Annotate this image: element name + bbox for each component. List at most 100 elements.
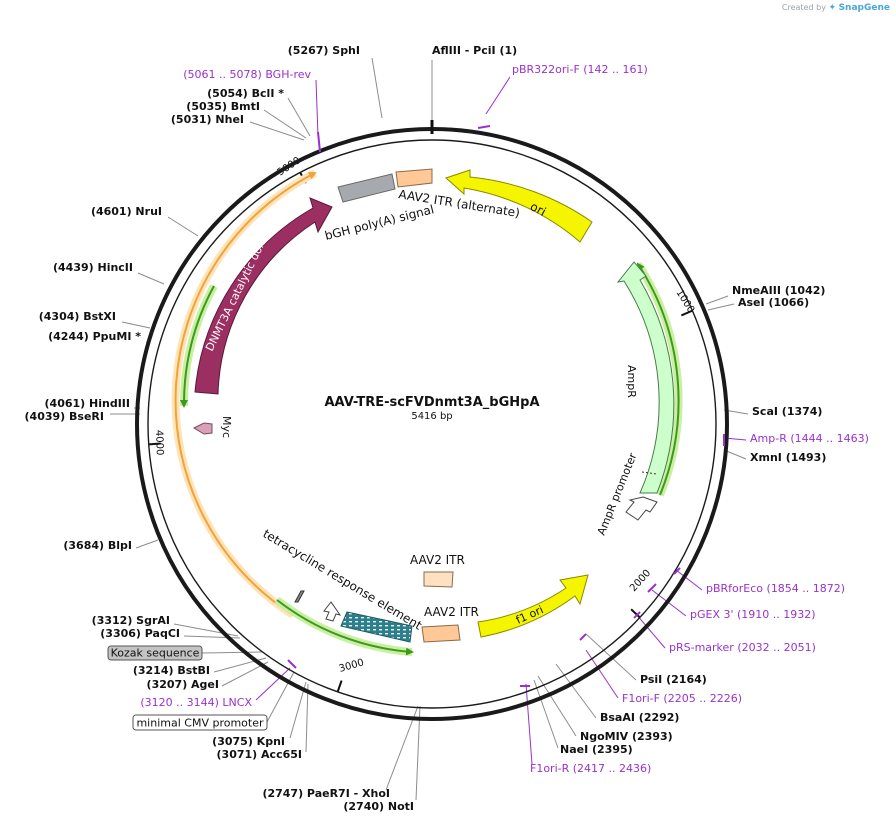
enzyme-site-label[interactable]: (3207) AgeI — [147, 678, 219, 691]
primer-bind-mark[interactable] — [633, 611, 641, 619]
feature-dnmt3a-cds[interactable] — [194, 197, 333, 395]
feature-f1-ori[interactable] — [477, 574, 589, 638]
feature-aav2-itr-alternate[interactable] — [395, 168, 433, 188]
site-leader-line — [137, 272, 165, 285]
feature-label-tre: tetracycline response element — [260, 527, 424, 633]
orf-left-arrow[interactable] — [174, 172, 317, 616]
enzyme-site-label[interactable]: (4244) PpuMI * — [48, 330, 141, 343]
enzyme-site-label[interactable]: (5267) SphI — [288, 44, 360, 57]
primer-label[interactable]: Amp-R (1444 .. 1463) — [750, 432, 869, 445]
enzyme-site-label[interactable]: (5031) NheI — [171, 113, 244, 126]
enzyme-site-label[interactable]: (4304) BstXI — [39, 310, 116, 323]
ruler-tick-label: 4000 — [153, 430, 165, 456]
feature-ampr-promoter[interactable] — [625, 496, 658, 521]
enzyme-site-label[interactable]: AflIII - PciI (1) — [432, 44, 517, 57]
orf-dnmt3a-arrow[interactable] — [179, 285, 215, 408]
enzyme-site-label[interactable]: (4039) BseRI — [25, 410, 104, 423]
backbone-inner — [147, 139, 717, 709]
site-leader-line — [533, 679, 559, 749]
enzyme-site-label[interactable]: AseI (1066) — [738, 296, 809, 309]
enzyme-site-label[interactable]: NgoMIV (2393) — [580, 730, 673, 743]
enzyme-site-label[interactable]: ScaI (1374) — [752, 405, 822, 418]
enzyme-site-label[interactable]: (3075) KpnI — [212, 735, 285, 748]
primer-bind-mark[interactable] — [647, 583, 657, 593]
primer-bind-mark[interactable] — [287, 659, 297, 669]
primer-label[interactable]: pGEX 3' (1910 .. 1932) — [690, 608, 816, 621]
plasmid-size: 5416 bp — [411, 411, 452, 422]
primer-label[interactable]: F1ori-F (2205 .. 2226) — [622, 692, 742, 705]
feature-label-ampr-promoter: AmpR promoter — [595, 451, 640, 537]
enzyme-site-label[interactable]: (2740) NotI — [343, 800, 414, 813]
site-leader-line — [263, 109, 307, 139]
primer-leader-line — [675, 569, 703, 591]
primer-label[interactable]: (5061 .. 5078) BGH-rev — [183, 68, 311, 81]
enzyme-site-label[interactable]: (3071) Acc65I — [217, 748, 302, 761]
orf-tre-arrow[interactable] — [276, 599, 414, 656]
primer-bind-mark[interactable] — [579, 633, 587, 641]
primer-site-marks — [287, 125, 725, 687]
feature-aav2-itr-inner[interactable] — [423, 571, 454, 588]
boxed-feature-label[interactable]: minimal CMV promoter — [136, 717, 264, 730]
enzyme-site-label[interactable]: (4061) HindIII — [45, 397, 130, 410]
orf-ampr-arrow[interactable] — [636, 262, 680, 496]
feature-label-ori: ori — [528, 199, 549, 219]
enzyme-site-label[interactable]: BsaAI (2292) — [600, 711, 679, 724]
site-leader-line — [183, 635, 241, 639]
orf-arcs — [171, 169, 683, 656]
feature-label-bgh-polya: bGH poly(A) signal — [323, 202, 435, 243]
features — [192, 168, 675, 643]
feature-small-marker[interactable] — [294, 590, 305, 603]
credit-prefix: Created by — [781, 3, 826, 12]
primer-leader-line — [585, 649, 619, 699]
feature-tre-promoter-arrow[interactable] — [323, 601, 342, 622]
snapgene-logo-icon: ✦ — [828, 3, 837, 13]
site-leader-line — [135, 539, 159, 549]
site-leader-line — [121, 321, 151, 329]
enzyme-site-label[interactable]: (4601) NruI — [91, 205, 162, 218]
site-leader-line — [707, 303, 735, 311]
enzyme-site-label[interactable]: (4439) HincII — [53, 261, 133, 274]
primer-bind-mark[interactable] — [673, 567, 681, 575]
site-leader-line — [371, 57, 383, 119]
enzyme-site-label[interactable]: (3214) BstBI — [133, 664, 210, 677]
primer-label[interactable]: (3120 .. 3144) LNCX — [140, 696, 252, 709]
ruler-tick — [148, 442, 161, 446]
enzyme-site-label[interactable]: (3312) SgrAI — [92, 614, 170, 627]
enzyme-site-label[interactable]: (2747) PaeR7I - XhoI — [262, 787, 390, 800]
primer-label[interactable]: pRS-marker (2032 .. 2051) — [669, 641, 816, 654]
ruler-tick — [630, 608, 641, 619]
feature-label-ampr: AmpR — [625, 365, 638, 398]
site-leader-line — [287, 97, 311, 137]
feature-myc[interactable] — [192, 422, 213, 435]
feature-aav2-itr-bottom[interactable] — [421, 624, 461, 643]
enzyme-site-label[interactable]: (3684) BlpI — [63, 539, 132, 552]
credit-brand: SnapGene — [838, 3, 890, 13]
feature-bgh-polya[interactable] — [337, 173, 396, 203]
enzyme-site-label[interactable]: (5035) BmtI — [186, 100, 260, 113]
feature-tre[interactable] — [340, 611, 413, 643]
site-leader-line — [167, 216, 199, 237]
boxed-leader-line — [201, 651, 263, 654]
primer-bind-mark[interactable] — [477, 125, 491, 129]
enzyme-site-label[interactable]: NaeI (2395) — [560, 743, 633, 756]
enzyme-site-label[interactable]: XmnI (1493) — [750, 451, 826, 464]
primer-bind-mark[interactable] — [317, 131, 321, 153]
enzyme-site-label[interactable]: PsiI (2164) — [640, 673, 707, 686]
primer-label[interactable]: pBR322ori-F (142 .. 161) — [512, 63, 648, 76]
site-leader-line — [555, 663, 597, 719]
enzyme-site-label[interactable]: (5054) BclI * — [207, 87, 284, 100]
boxed-leader-line — [266, 671, 295, 723]
boxed-feature-label[interactable]: Kozak sequence — [111, 647, 200, 660]
enzyme-site-label[interactable]: (3306) PaqCI — [100, 627, 180, 640]
site-leader-line — [305, 683, 309, 753]
ruler-tick-label: 3000 — [338, 657, 365, 675]
enzyme-site-label[interactable]: NmeAIII (1042) — [732, 284, 825, 297]
feature-ampr[interactable] — [616, 261, 675, 494]
site-leader-line — [249, 121, 305, 141]
primer-label[interactable]: pBRforEco (1854 .. 1872) — [706, 582, 845, 595]
primer-label[interactable]: F1ori-R (2417 .. 2436) — [530, 762, 651, 775]
ruler-tick — [680, 309, 693, 317]
feature-ori[interactable] — [445, 169, 593, 243]
